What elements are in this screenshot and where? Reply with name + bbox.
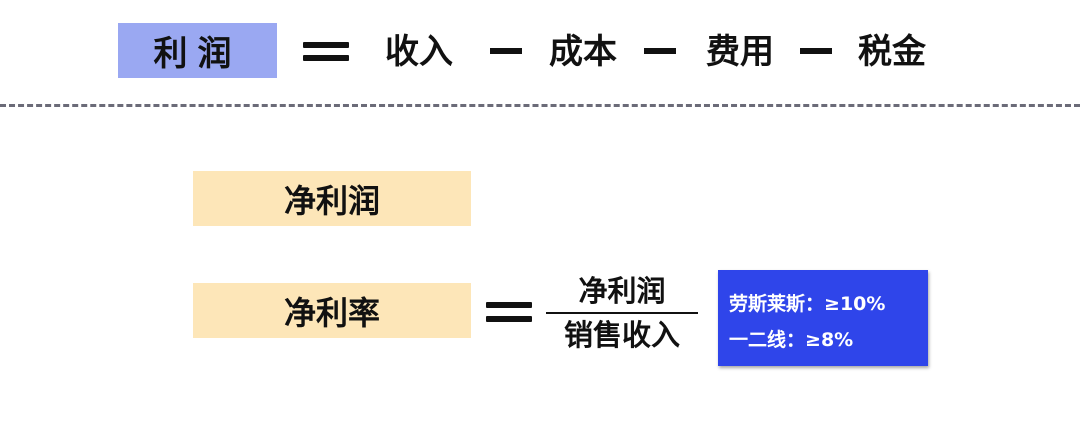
minus-sign-icon bbox=[490, 48, 522, 54]
fraction-numerator: 净利润 bbox=[578, 274, 666, 308]
net-margin-label: 净利率 bbox=[283, 293, 380, 332]
net-profit-label: 净利润 bbox=[283, 181, 380, 220]
margin-fraction: 净利润 销售收入 bbox=[546, 274, 698, 352]
benchmark-item: 一二线：≥8% bbox=[729, 329, 854, 351]
net-margin-box: 净利率 bbox=[193, 283, 471, 338]
equals-sign-icon bbox=[303, 42, 349, 61]
benchmark-item: 劳斯莱斯：≥10% bbox=[729, 293, 886, 315]
profit-label: 利润 bbox=[153, 34, 242, 74]
term-cost: 成本 bbox=[549, 32, 617, 72]
profit-label-box: 利润 bbox=[118, 23, 277, 78]
term-tax: 税金 bbox=[858, 32, 926, 72]
minus-sign-icon bbox=[800, 48, 832, 54]
net-profit-box: 净利润 bbox=[193, 171, 471, 226]
term-expense: 费用 bbox=[706, 32, 774, 72]
equals-sign-icon bbox=[486, 302, 532, 322]
term-revenue: 收入 bbox=[385, 32, 453, 72]
fraction-denominator: 销售收入 bbox=[563, 317, 680, 352]
minus-sign-icon bbox=[644, 48, 676, 54]
fraction-bar bbox=[546, 311, 698, 314]
dashed-divider bbox=[0, 104, 1080, 107]
benchmark-note: 劳斯莱斯：≥10% 一二线：≥8% bbox=[718, 270, 928, 366]
